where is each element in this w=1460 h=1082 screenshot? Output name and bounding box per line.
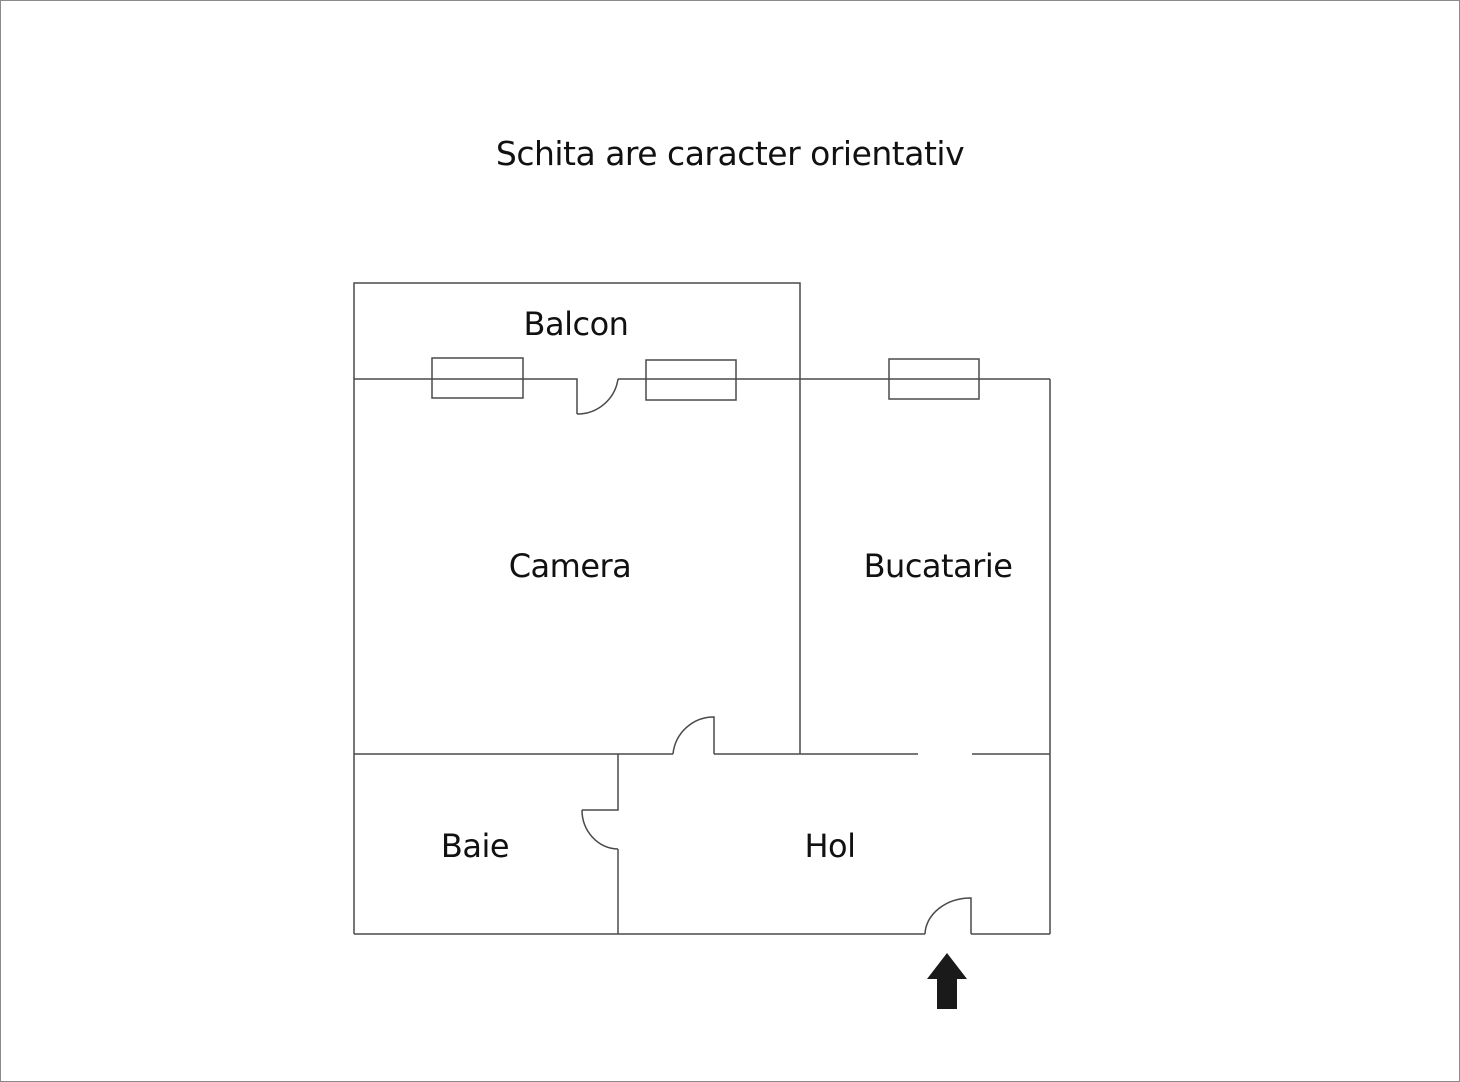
entrance-arrow-icon	[927, 953, 967, 1009]
room-label-balcon: Balcon	[523, 305, 629, 343]
window-camera-left	[431, 357, 524, 399]
room-label-bucatarie: Bucatarie	[863, 547, 1013, 585]
entrance-door-swing	[924, 897, 972, 935]
room-label-camera: Camera	[508, 547, 632, 585]
balcony-door-swing	[576, 378, 619, 415]
facade-wall-left	[354, 378, 578, 414]
window-bucatarie	[888, 358, 980, 400]
balcony-wall	[353, 282, 801, 379]
bath-door-swing	[581, 809, 619, 850]
room-label-baie: Baie	[440, 827, 510, 865]
window-camera-right	[645, 359, 737, 401]
room-label-hol: Hol	[804, 827, 856, 865]
diagram-title: Schita are caracter orientativ	[495, 134, 965, 173]
camera-door-swing	[672, 716, 715, 755]
bath-wall-top	[582, 754, 619, 811]
